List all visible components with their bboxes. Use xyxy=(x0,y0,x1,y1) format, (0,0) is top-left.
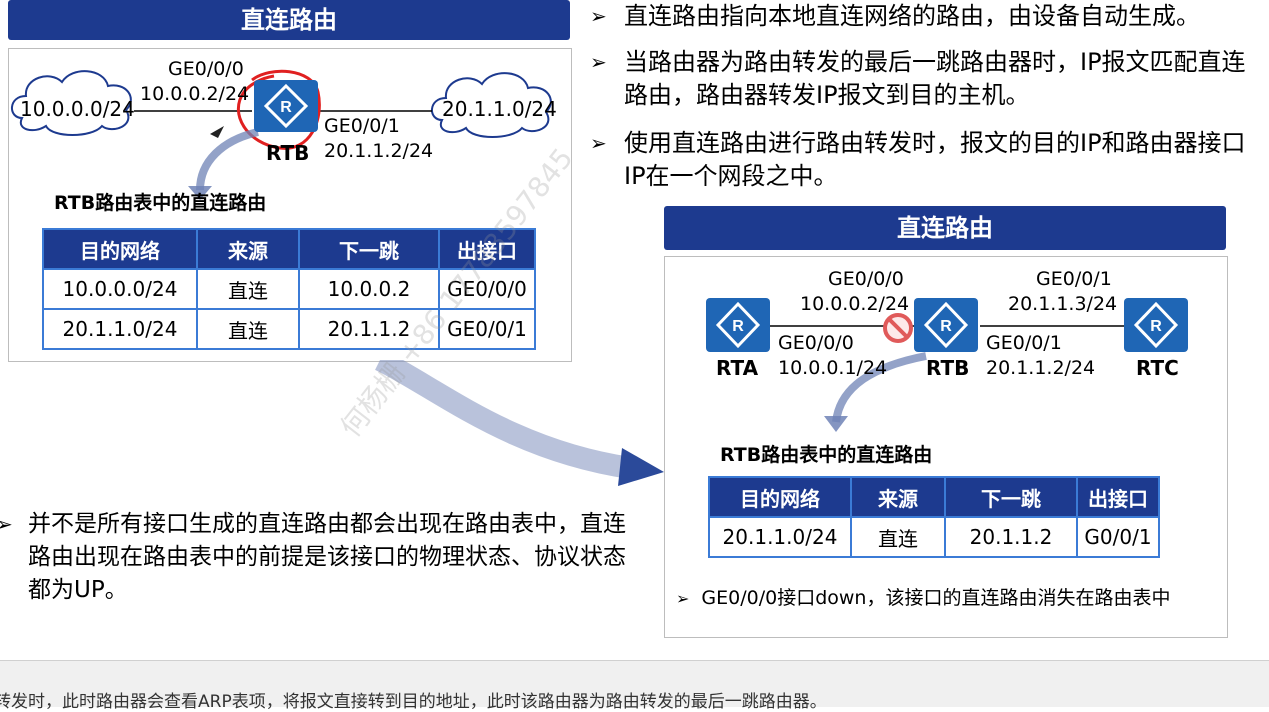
footer-notes-bar: 转发时，此时路由器会查看ARP表项，将报文直接转到目的地址，此时该路由器为路由转… xyxy=(0,660,1269,712)
table-cell: 直连 xyxy=(196,268,300,310)
bullet-left: ➢ 并不是所有接口生成的直连路由都会出现在路由表中，直连路由出现在路由表中的前提… xyxy=(0,508,636,607)
bullet-2: ➢ 当路由器为路由转发的最后一跳路由器时，IP报文匹配直连路由，路由器转发IP报… xyxy=(590,48,1246,109)
bullet-arrow-icon: ➢ xyxy=(590,4,607,28)
table-cell: 20.1.1.2 xyxy=(944,516,1078,558)
rtb-if1-ip: 20.1.1.2/24 xyxy=(324,140,434,162)
rtc-if-ip: 20.1.1.3/24 xyxy=(1008,293,1118,315)
right-panel-title-text: 直连路由 xyxy=(897,214,993,242)
table-cell: 10.0.0.0/24 xyxy=(42,268,198,310)
rtb-left-if-name: GE0/0/0 xyxy=(828,268,904,290)
col-header: 来源 xyxy=(850,476,946,518)
col-header: 目的网络 xyxy=(42,228,198,270)
rtc-if-name: GE0/0/1 xyxy=(1036,268,1112,290)
router-icon: R xyxy=(1124,298,1188,352)
col-header: 下一跳 xyxy=(944,476,1078,518)
table-cell: 直连 xyxy=(196,308,300,350)
left-panel-title: 直连路由 xyxy=(8,0,570,40)
table-cell: GE0/0/1 xyxy=(438,308,536,350)
svg-text:R: R xyxy=(280,99,292,116)
right-table-caption: RTB路由表中的直连路由 xyxy=(720,444,933,466)
left-panel-title-text: 直连路由 xyxy=(241,6,337,34)
table-cell: 20.1.1.2 xyxy=(298,308,440,350)
bullet-1: ➢ 直连路由指向本地直连网络的路由，由设备自动生成。 xyxy=(590,0,1250,33)
table-cell: 20.1.1.0/24 xyxy=(42,308,198,350)
router-icon: R xyxy=(254,80,318,132)
left-route-table: 目的网络 来源 下一跳 出接口 10.0.0.0/24 直连 10.0.0.2 … xyxy=(42,228,536,350)
router-label-rta: RTA xyxy=(716,356,759,380)
left-cloud-label: 10.0.0.0/24 xyxy=(20,97,135,121)
bullet-arrow-icon: ➢ xyxy=(676,589,690,608)
right-route-table: 目的网络 来源 下一跳 出接口 20.1.1.0/24 直连 20.1.1.2 … xyxy=(708,476,1160,558)
rtb-right-if-name: GE0/0/1 xyxy=(986,332,1062,354)
left-table-caption: RTB路由表中的直连路由 xyxy=(54,192,267,214)
svg-text:R: R xyxy=(1150,318,1162,335)
right-cloud-label: 20.1.1.0/24 xyxy=(442,97,557,121)
bullet-arrow-icon: ➢ xyxy=(590,131,607,155)
router-icon: R xyxy=(706,298,770,352)
table-cell: 直连 xyxy=(850,516,946,558)
col-header: 出接口 xyxy=(1076,476,1160,518)
prohibited-icon xyxy=(883,313,913,343)
bullet-arrow-icon: ➢ xyxy=(0,512,13,536)
left-topology-drawing xyxy=(11,69,552,200)
router-icon: R xyxy=(914,298,978,352)
svg-text:R: R xyxy=(940,318,952,335)
col-header: 来源 xyxy=(196,228,300,270)
right-topology-drawing xyxy=(768,313,1124,432)
sweep-arrow xyxy=(375,360,664,486)
rtb-if0-ip: 10.0.0.2/24 xyxy=(140,83,250,105)
curved-arrow xyxy=(196,128,259,191)
rtb-right-if-ip: 20.1.1.2/24 xyxy=(986,357,1096,379)
table-cell: G0/0/1 xyxy=(1076,516,1160,558)
router-label-rtb: RTB xyxy=(266,141,310,165)
bullet-arrow-icon: ➢ xyxy=(590,50,607,74)
right-panel-title: 直连路由 xyxy=(664,206,1226,250)
curved-arrow xyxy=(832,352,927,423)
rtb-left-if-ip: 10.0.0.2/24 xyxy=(800,293,910,315)
router-label-rtc: RTC xyxy=(1136,356,1179,380)
rta-if-name: GE0/0/0 xyxy=(778,332,854,354)
table-row: 20.1.1.0/24 直连 20.1.1.2 G0/0/1 xyxy=(708,516,1160,558)
table-cell: 10.0.0.2 xyxy=(298,268,440,310)
bullet-3: ➢ 使用直连路由进行路由转发时，报文的目的IP和路由器接口IP在一个网段之中。 xyxy=(590,129,1246,190)
rtb-if1-name: GE0/0/1 xyxy=(324,115,400,137)
svg-text:R: R xyxy=(732,318,744,335)
cloud-icon xyxy=(431,72,552,138)
rtb-if0-name: GE0/0/0 xyxy=(168,58,244,80)
router-label-rtb: RTB xyxy=(926,356,970,380)
col-header: 出接口 xyxy=(438,228,536,270)
col-header: 下一跳 xyxy=(298,228,440,270)
cloud-icon xyxy=(11,70,132,136)
footer-text: 转发时，此时路由器会查看ARP表项，将报文直接转到目的地址，此时该路由器为路由转… xyxy=(0,692,827,712)
annotation-circle xyxy=(237,69,321,150)
table-cell: 20.1.1.0/24 xyxy=(708,516,852,558)
table-row: 10.0.0.0/24 直连 10.0.0.2 GE0/0/0 xyxy=(42,268,536,310)
rta-if-ip: 10.0.0.1/24 xyxy=(778,357,888,379)
table-cell: GE0/0/0 xyxy=(438,268,536,310)
col-header: 目的网络 xyxy=(708,476,852,518)
right-note: ➢GE0/0/0接口down，该接口的直连路由消失在路由表中 xyxy=(676,587,1171,609)
table-row: 20.1.1.0/24 直连 20.1.1.2 GE0/0/1 xyxy=(42,308,536,350)
